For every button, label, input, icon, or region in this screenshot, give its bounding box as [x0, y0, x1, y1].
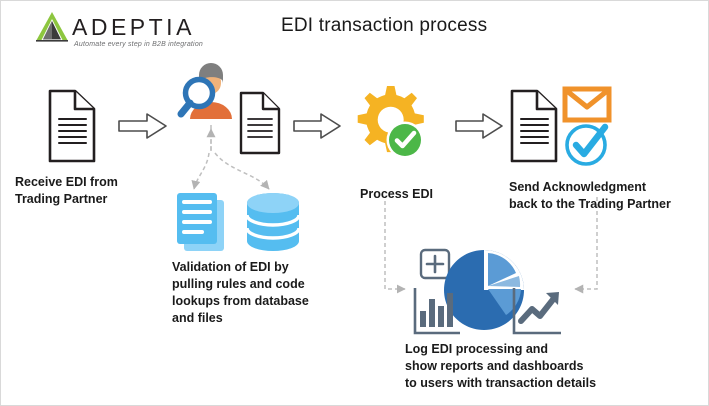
green-check-icon	[386, 121, 424, 159]
logo-tagline: Automate every step in B2B integration	[74, 41, 204, 48]
trend-arrow-icon	[512, 288, 561, 335]
dashed-process-to-log	[384, 201, 406, 294]
receive-document-icon	[48, 89, 96, 163]
page-title: EDI transaction process	[281, 15, 488, 36]
caption-log-edi: Log EDI processing and show reports and …	[405, 342, 597, 390]
logo-wordmark: ADEPTIA	[72, 14, 195, 40]
dashed-send-to-log	[574, 197, 598, 294]
pie-chart-icon	[444, 250, 525, 330]
arrow-validate-to-process	[293, 113, 341, 139]
validate-document-icon	[239, 91, 281, 155]
adeptia-logo: ADEPTIA Automate every step in B2B integ…	[34, 10, 234, 54]
bar-chart-icon	[413, 288, 460, 335]
send-document-icon	[510, 89, 558, 163]
dashed-validate-to-database	[214, 152, 270, 190]
dashed-validate-to-documents	[191, 152, 210, 190]
caption-validation-edi: Validation of EDI by pulling rules and c…	[172, 260, 309, 325]
database-icon	[245, 193, 301, 251]
caption-receive-edi: Receive EDI from Trading Partner	[15, 175, 118, 206]
arrow-receive-to-validate	[118, 113, 167, 139]
blue-check-icon	[565, 123, 609, 166]
stacked-documents-icon	[177, 193, 224, 251]
plus-box-icon	[419, 248, 451, 280]
arrow-process-to-send	[455, 113, 503, 139]
person-with-magnifier-icon	[177, 63, 232, 119]
triangle-logo-icon	[36, 12, 68, 42]
caption-process-edi: Process EDI	[360, 187, 433, 201]
caption-send-ack: Send Acknowledgment back to the Trading …	[509, 180, 671, 211]
envelope-icon	[562, 86, 612, 123]
